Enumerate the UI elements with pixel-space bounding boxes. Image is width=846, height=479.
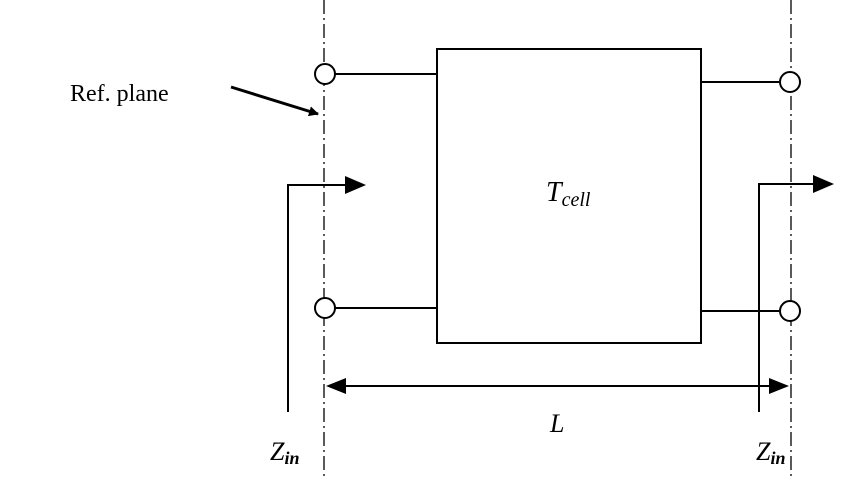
left-zin-arrowhead (345, 176, 366, 194)
zin-left-label: Zin (270, 437, 299, 468)
right-top-terminal (779, 71, 801, 93)
length-right-arrowhead (769, 378, 789, 394)
left-zin-arrow (287, 184, 350, 412)
left-top-terminal (314, 63, 336, 85)
ref-plane-label: Ref. plane (70, 81, 169, 107)
cell-label-main: T (546, 177, 564, 208)
cell-label-sub: cell (562, 189, 591, 211)
zin-left-main: Z (270, 437, 285, 466)
left-bottom-terminal (314, 297, 336, 319)
right-zin-arrowhead (813, 175, 834, 193)
zin-right-sub: in (770, 448, 785, 468)
zin-right-main: Z (756, 437, 771, 466)
right-bottom-terminal (779, 300, 801, 322)
cell-box (436, 48, 702, 344)
zin-right-label: Zin (756, 437, 785, 468)
length-label: L (549, 409, 564, 438)
ref-plane-pointer-arrow (230, 85, 319, 117)
right-zin-arrow (758, 183, 818, 412)
zin-left-sub: in (284, 448, 299, 468)
length-left-arrowhead (326, 378, 346, 394)
cell-label: Tcell (546, 177, 591, 211)
